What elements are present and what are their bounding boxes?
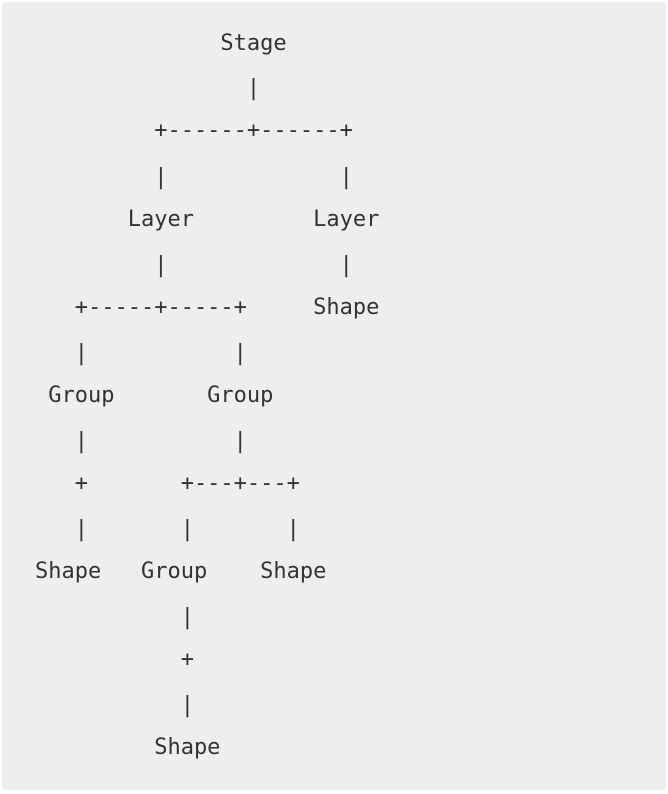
- diagram-line-5: Layer Layer: [35, 207, 380, 232]
- diagram-line-15: +: [35, 647, 194, 672]
- diagram-line-3: +------+------+: [35, 118, 353, 143]
- diagram-line-4: | |: [35, 165, 353, 190]
- diagram-line-16: |: [35, 693, 194, 718]
- diagram-line-6: | |: [35, 253, 353, 278]
- diagram-line-7: +-----+-----+ Shape: [35, 295, 380, 320]
- diagram-line-12: | | |: [35, 517, 300, 542]
- diagram-line-9: Group Group: [35, 383, 274, 408]
- diagram-line-11: + +---+---+: [35, 471, 300, 496]
- diagram-line-8: | |: [35, 341, 247, 366]
- diagram-line-1: Stage: [35, 31, 287, 56]
- diagram-line-14: |: [35, 605, 194, 630]
- diagram-line-2: |: [35, 76, 261, 101]
- diagram-line-17: Shape: [35, 735, 221, 760]
- diagram-line-10: | |: [35, 429, 247, 454]
- diagram-line-13: Shape Group Shape: [35, 559, 327, 584]
